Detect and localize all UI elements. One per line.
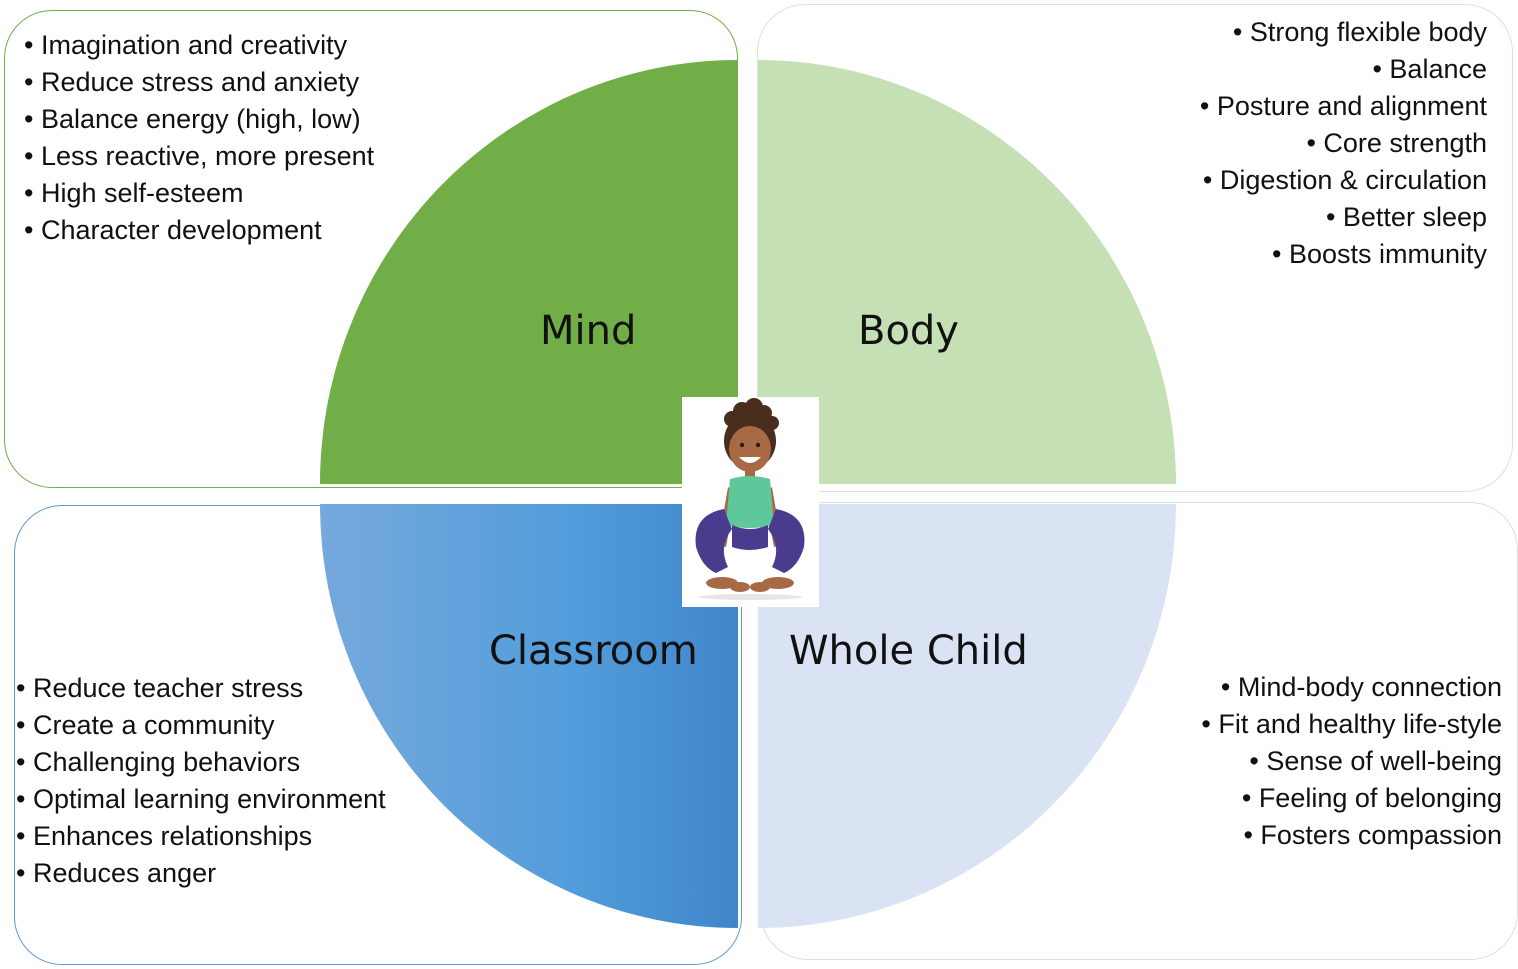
list-item: Imagination and creativity: [24, 27, 374, 64]
list-item: Core strength: [1200, 125, 1487, 162]
list-item: Feeling of belonging: [1201, 780, 1502, 817]
mind-quadrant: [320, 60, 738, 484]
list-item: Digestion & circulation: [1200, 162, 1487, 199]
list-item: Balance: [1200, 51, 1487, 88]
whole-child-label: Whole Child: [789, 628, 1028, 674]
list-item: Sense of well-being: [1201, 743, 1502, 780]
list-item: Posture and alignment: [1200, 88, 1487, 125]
classroom-quadrant: [320, 504, 738, 928]
list-item: Balance energy (high, low): [24, 101, 374, 138]
whole-child-benefits-list: Mind-body connectionFit and healthy life…: [1201, 669, 1502, 854]
list-item: High self-esteem: [24, 175, 374, 212]
body-benefits-list: Strong flexible bodyBalancePosture and a…: [1200, 14, 1487, 273]
list-item: Character development: [24, 212, 374, 249]
list-item: Reduce teacher stress: [16, 670, 386, 707]
list-item: Less reactive, more present: [24, 138, 374, 175]
list-item: Better sleep: [1200, 199, 1487, 236]
list-item: Challenging behaviors: [16, 744, 386, 781]
list-item: Fit and healthy life-style: [1201, 706, 1502, 743]
list-item: Mind-body connection: [1201, 669, 1502, 706]
classroom-label: Classroom: [489, 628, 698, 674]
body-label: Body: [858, 308, 959, 354]
list-item: Strong flexible body: [1200, 14, 1487, 51]
list-item: Enhances relationships: [16, 818, 386, 855]
whole-child-quadrant: [758, 504, 1176, 928]
body-quadrant: [758, 60, 1176, 484]
list-item: Optimal learning environment: [16, 781, 386, 818]
list-item: Fosters compassion: [1201, 817, 1502, 854]
classroom-benefits-list: Reduce teacher stressCreate a communityC…: [16, 670, 386, 892]
mind-label: Mind: [540, 308, 637, 354]
list-item: Reduce stress and anxiety: [24, 64, 374, 101]
list-item: Boosts immunity: [1200, 236, 1487, 273]
list-item: Reduces anger: [16, 855, 386, 892]
list-item: Create a community: [16, 707, 386, 744]
mind-benefits-list: Imagination and creativityReduce stress …: [24, 27, 374, 249]
child-yoga-photo: [682, 397, 819, 607]
